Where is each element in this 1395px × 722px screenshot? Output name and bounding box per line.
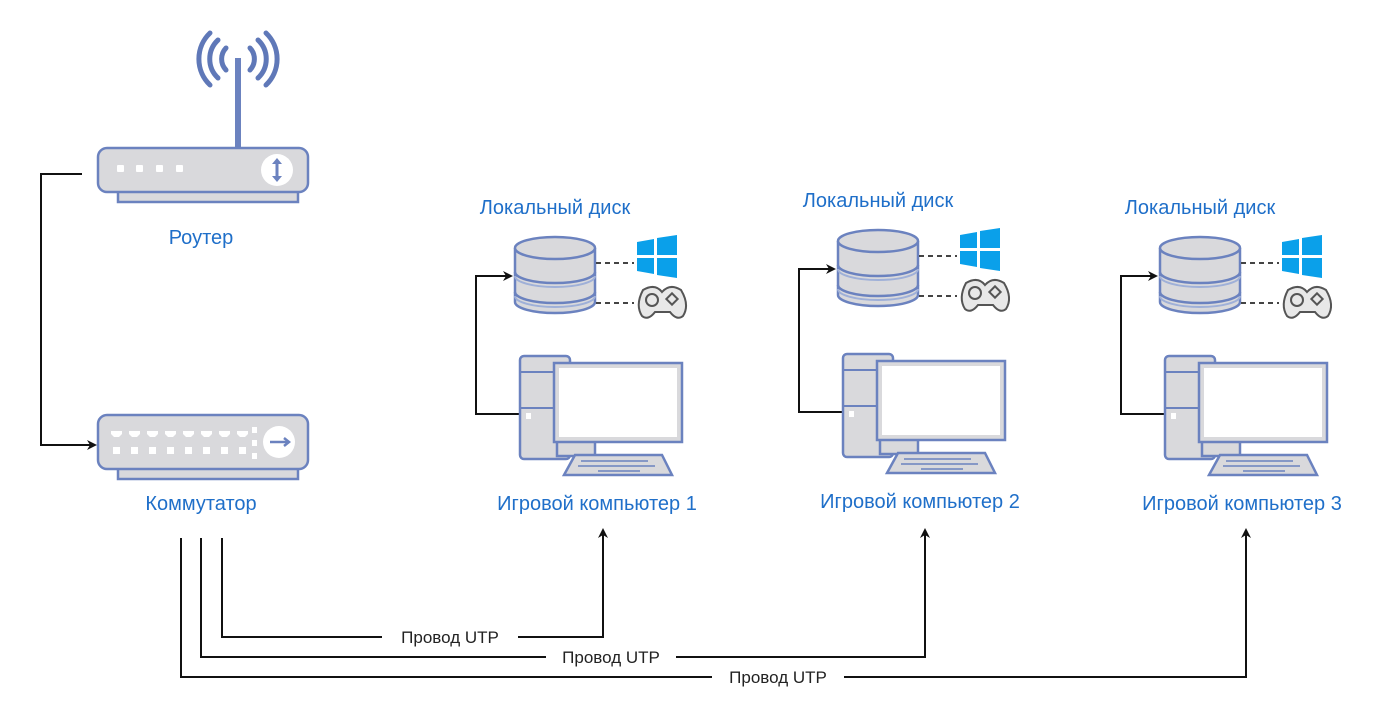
switch-port-led bbox=[239, 447, 246, 454]
keyboard bbox=[561, 453, 675, 477]
switch-port-led bbox=[167, 447, 174, 454]
monitor-screen bbox=[882, 366, 1000, 435]
computer-icon[interactable] bbox=[518, 354, 684, 477]
computer-icon[interactable] bbox=[1163, 354, 1329, 477]
switch-port bbox=[165, 431, 176, 437]
local-disk-icon[interactable] bbox=[1158, 235, 1242, 315]
disk-label: Локальный диск bbox=[1125, 197, 1276, 219]
arrow-right-icon bbox=[263, 426, 295, 458]
windows-logo-icon bbox=[960, 228, 1000, 271]
switch-port-led bbox=[221, 447, 228, 454]
disk-label: Локальный диск bbox=[803, 190, 954, 212]
local-disk-icon[interactable] bbox=[836, 228, 920, 308]
router[interactable]: Роутер bbox=[96, 30, 310, 249]
switch-port bbox=[147, 431, 158, 437]
pc-to-disk-link[interactable] bbox=[475, 271, 520, 415]
windows-logo-icon bbox=[637, 235, 677, 278]
computer-group-1: Локальный диск bbox=[475, 197, 697, 515]
switch-indicator bbox=[252, 427, 257, 433]
gamepad-icon bbox=[637, 286, 687, 319]
cable-label-3: Провод UTP bbox=[729, 668, 827, 687]
cable-label-bg-2 bbox=[546, 646, 676, 668]
computer-label: Игровой компьютер 3 bbox=[1142, 493, 1342, 515]
switch-port bbox=[111, 431, 122, 437]
switch-port-led bbox=[203, 447, 210, 454]
updown-arrows-icon bbox=[261, 154, 293, 186]
computer-label: Игровой компьютер 1 bbox=[497, 493, 697, 515]
local-disk-icon[interactable] bbox=[513, 235, 597, 315]
pc-to-disk-link[interactable] bbox=[1120, 271, 1165, 415]
keyboard bbox=[884, 451, 998, 475]
gamepad-icon bbox=[1282, 286, 1332, 319]
switch-port bbox=[129, 431, 140, 437]
router-body bbox=[96, 146, 310, 194]
cable-label-2: Провод UTP bbox=[562, 648, 660, 667]
switch-ports bbox=[111, 427, 257, 459]
monitor-screen bbox=[559, 368, 677, 437]
network-switch[interactable]: Коммутатор bbox=[96, 413, 310, 515]
computer-label: Игровой компьютер 2 bbox=[820, 491, 1020, 513]
cable-label-bg-3 bbox=[712, 666, 844, 688]
switch-port bbox=[183, 431, 194, 437]
switch-port-led bbox=[113, 447, 120, 454]
router-label: Роутер bbox=[169, 227, 234, 249]
wifi-signal-icon bbox=[196, 30, 280, 88]
switch-port bbox=[237, 431, 248, 437]
monitor-screen bbox=[1204, 368, 1322, 437]
switch-port-led bbox=[149, 447, 156, 454]
utp-cable-1[interactable] bbox=[221, 528, 608, 638]
computer-group-3: Локальный диск bbox=[1120, 197, 1342, 515]
keyboard bbox=[1206, 453, 1320, 477]
switch-label: Коммутатор bbox=[145, 493, 256, 515]
computer-group-2: Локальный диск bbox=[798, 190, 1020, 513]
cable-label-1: Провод UTP bbox=[401, 628, 499, 647]
router-leds bbox=[117, 165, 183, 172]
computer-icon[interactable] bbox=[841, 352, 1007, 475]
router-to-switch-link[interactable] bbox=[40, 173, 97, 450]
switch-port-led bbox=[131, 447, 138, 454]
cable-label-bg-1 bbox=[382, 626, 518, 648]
gamepad-icon bbox=[960, 279, 1010, 312]
switch-port bbox=[201, 431, 212, 437]
switch-indicator bbox=[252, 453, 257, 459]
utp-cables: Провод UTP Провод UTP Провод UTP bbox=[180, 528, 1251, 688]
disk-label: Локальный диск bbox=[480, 197, 631, 219]
pc-to-disk-link[interactable] bbox=[798, 264, 843, 413]
switch-port-led bbox=[185, 447, 192, 454]
switch-port bbox=[219, 431, 230, 437]
utp-cable-3[interactable] bbox=[180, 528, 1251, 678]
switch-indicator bbox=[252, 440, 257, 446]
windows-logo-icon bbox=[1282, 235, 1322, 278]
